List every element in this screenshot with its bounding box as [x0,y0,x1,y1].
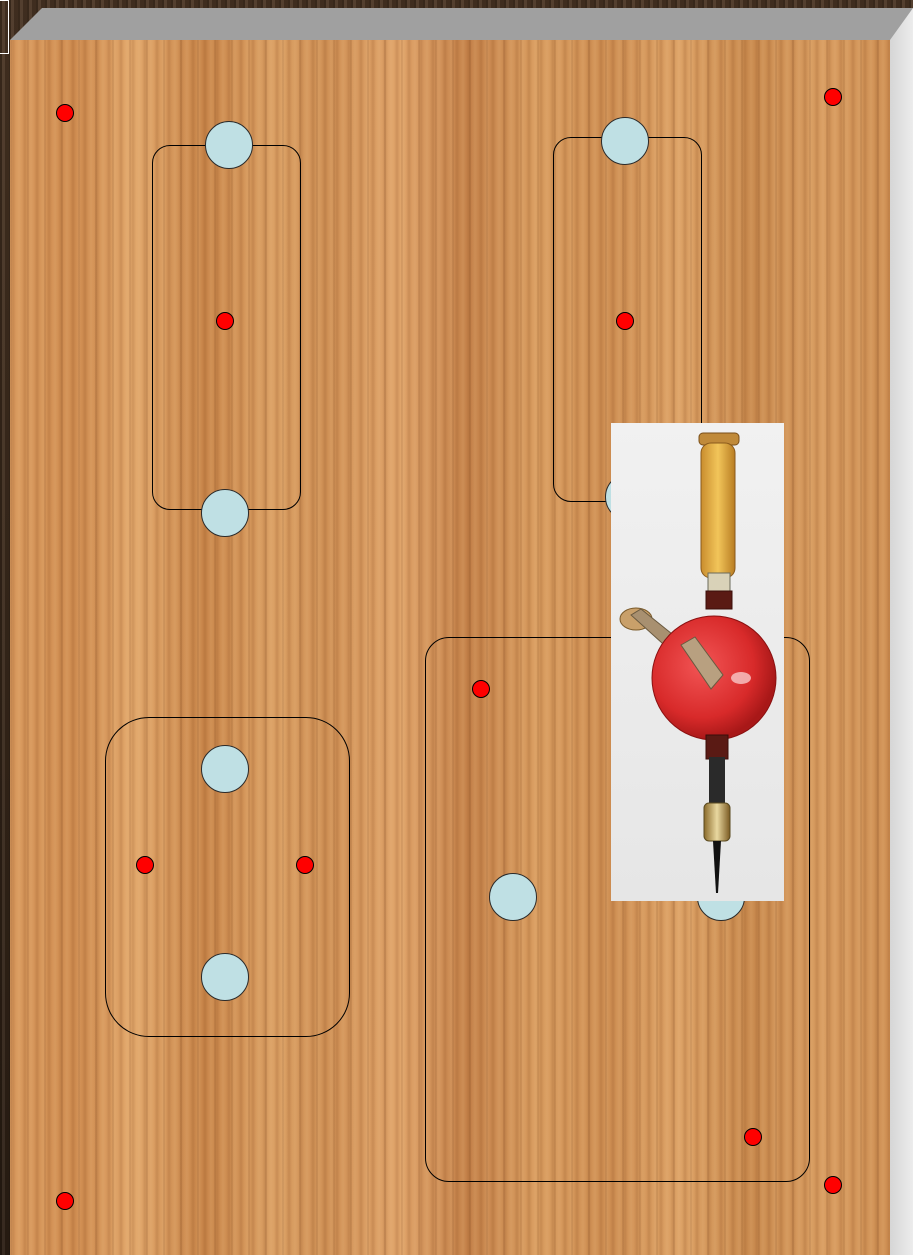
top-left-dot[interactable] [472,680,490,698]
center-dot[interactable] [216,312,234,330]
corner-dot-bottom-right[interactable] [824,1176,842,1194]
corner-dot-top-right[interactable] [824,88,842,106]
left-dot[interactable] [136,856,154,874]
pin-left[interactable] [489,873,537,921]
corner-frame [0,0,9,54]
pin-bottom[interactable] [201,953,249,1001]
pin-top[interactable] [601,117,649,165]
right-dot[interactable] [296,856,314,874]
hand-drill-icon [611,423,784,901]
pin-top[interactable] [201,745,249,793]
center-dot[interactable] [616,312,634,330]
corner-dot-bottom-left[interactable] [56,1192,74,1210]
pin-top[interactable] [205,121,253,169]
pin-bottom[interactable] [201,489,249,537]
corner-dot-top-left[interactable] [56,104,74,122]
board-top-edge [10,8,913,40]
bottom-right-dot[interactable] [744,1128,762,1146]
hand-drill-picture[interactable] [611,423,784,901]
board-side-edge [890,8,913,1255]
